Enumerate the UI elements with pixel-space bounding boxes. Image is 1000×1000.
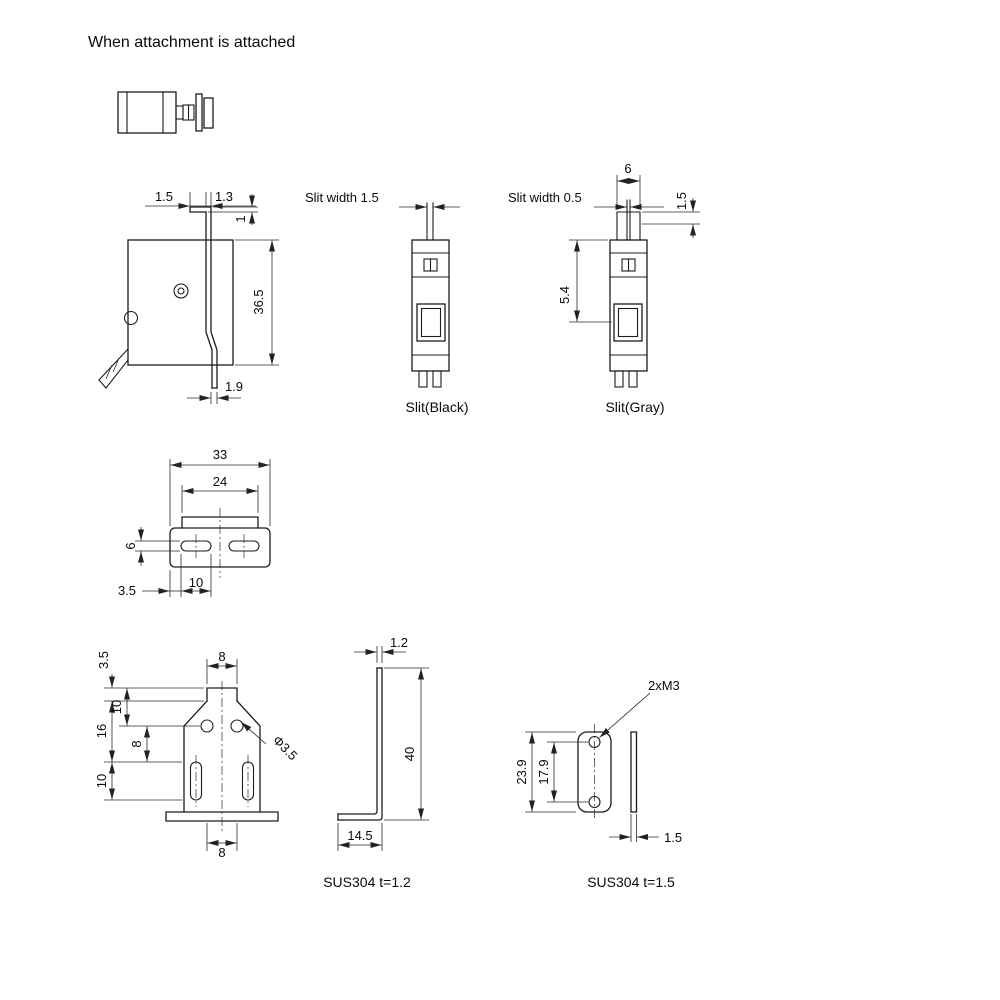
attached-unit-thumbnail bbox=[117, 91, 214, 134]
bracket-front-view: 3.5 16 10 10 8 8 8 Φ3.5 bbox=[94, 649, 301, 860]
dim-hole-pitch-label: 17.9 bbox=[536, 759, 551, 784]
holes-label: 2xM3 bbox=[648, 678, 680, 693]
bracket-top-dimensions: 33 24 6 3.5 10 bbox=[118, 447, 271, 598]
dim-hole-offset-label: 10 bbox=[109, 700, 124, 714]
side-view-bracket-plate bbox=[189, 206, 218, 389]
dim-plate-thickness-label: 1.3 bbox=[215, 189, 233, 204]
bracket-side-dimensions: 1.2 40 14.5 bbox=[337, 635, 429, 851]
dim-bottom-width-label: 8 bbox=[218, 845, 225, 860]
dim-tab-label: 1 bbox=[233, 215, 248, 222]
bracket-front-dimensions: 3.5 16 10 10 8 8 8 Φ3.5 bbox=[94, 649, 301, 860]
dim-gap-label: 1.5 bbox=[155, 189, 173, 204]
dim-offset-label: 1.9 bbox=[225, 379, 243, 394]
dim-front-tab-width-label: 8 bbox=[218, 649, 225, 664]
dim-slot-height-label: 6 bbox=[123, 542, 138, 549]
slit-gray-caption: Slit(Gray) bbox=[605, 399, 664, 415]
slit-gray-view: 6 Slit width 0.5 1.5 5.4 Slit(Gray) bbox=[508, 161, 700, 415]
dim-height-label: 36.5 bbox=[251, 289, 266, 314]
mount-plate-view: 2xM3 23.9 17.9 1.5 SUS304 t=1.5 bbox=[514, 678, 682, 890]
bracket-side-view: 1.2 40 14.5 SUS304 t=1.2 bbox=[323, 635, 429, 890]
dim-tab-width-label: 24 bbox=[213, 474, 227, 489]
slit-black-view: Slit width 1.5 Slit(Black) bbox=[305, 190, 469, 415]
bracket-material-label: SUS304 t=1.2 bbox=[323, 874, 411, 890]
dim-hole-dia-label: Φ3.5 bbox=[270, 733, 301, 764]
slit-gray-body bbox=[609, 199, 648, 388]
bracket-side-shape bbox=[337, 667, 383, 821]
slit-black-body bbox=[411, 202, 450, 388]
page-title: When attachment is attached bbox=[88, 34, 295, 51]
dim-overall-width-label: 33 bbox=[213, 447, 227, 462]
bracket-top-shape bbox=[169, 508, 271, 578]
dim-plate-thickness-label: 1.5 bbox=[664, 830, 682, 845]
plate-material-label: SUS304 t=1.5 bbox=[587, 874, 675, 890]
dim-l-height-label: 40 bbox=[402, 747, 417, 761]
dim-tab-height-label: 3.5 bbox=[96, 651, 111, 669]
dim-foot-label: 14.5 bbox=[347, 828, 372, 843]
dim-thickness-label: 1.2 bbox=[390, 635, 408, 650]
slit-gray-width-label: Slit width 0.5 bbox=[508, 190, 582, 205]
side-view-dimensions: 1.5 1.3 1 36.5 1.9 bbox=[145, 189, 279, 404]
dim-depth-label: 5.4 bbox=[557, 286, 572, 304]
dim-protrusion-label: 1.5 bbox=[674, 192, 689, 210]
bracket-top-view: 33 24 6 3.5 10 bbox=[118, 447, 271, 598]
dim-attachment-width-label: 6 bbox=[624, 161, 631, 176]
dim-edge-to-slot-label: 3.5 bbox=[118, 583, 136, 598]
slit-black-width-label: Slit width 1.5 bbox=[305, 190, 379, 205]
slit-black-dimensions: Slit width 1.5 bbox=[305, 190, 460, 210]
mount-plate-dimensions: 2xM3 23.9 17.9 1.5 bbox=[514, 678, 682, 845]
bracket-front-shape bbox=[165, 681, 279, 833]
side-view: 1.5 1.3 1 36.5 1.9 bbox=[98, 189, 279, 404]
mount-plate-shape bbox=[577, 724, 638, 821]
dim-plate-height-label: 23.9 bbox=[514, 759, 529, 784]
dim-slot-offset-label: 16 bbox=[94, 724, 109, 738]
dim-hole-to-slot-label: 8 bbox=[129, 740, 144, 747]
slit-gray-dimensions: 6 Slit width 0.5 1.5 5.4 bbox=[508, 161, 700, 323]
slit-black-caption: Slit(Black) bbox=[405, 399, 468, 415]
dim-slot-length-label: 10 bbox=[94, 774, 109, 788]
side-view-body bbox=[98, 239, 234, 389]
dim-slot-length-label: 10 bbox=[189, 575, 203, 590]
